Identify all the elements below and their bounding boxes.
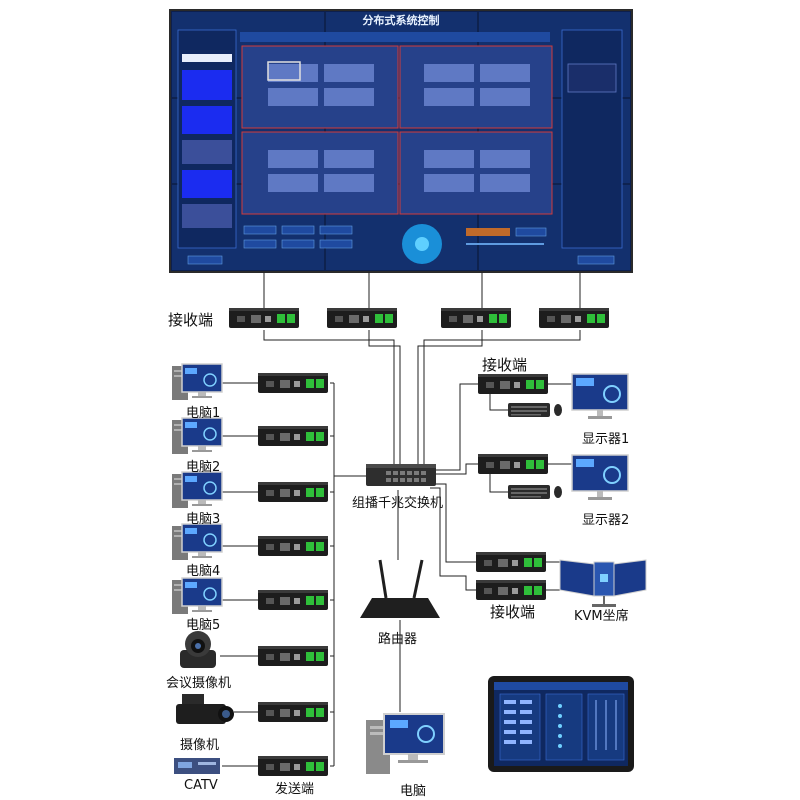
bottom-computer-icon — [366, 713, 445, 774]
source-label-pc5: 电脑5 — [186, 618, 221, 633]
keyboard-icon — [508, 485, 562, 499]
computer-icon — [171, 577, 223, 615]
top-receiver-label: 接收端 — [168, 311, 214, 329]
monitor2-label: 显示器2 — [582, 513, 630, 528]
video-wall-title: 分布式系统控制 — [362, 14, 440, 27]
ptz-camera-icon — [180, 631, 216, 668]
source-label-pc4: 电脑4 — [186, 564, 221, 579]
switch-label: 组播千兆交换机 — [352, 496, 444, 511]
source-label-camcorder: 摄像机 — [180, 738, 220, 753]
computer-icon — [171, 523, 223, 561]
kvm-receiver-label: 接收端 — [490, 603, 536, 621]
catv-box-icon — [174, 758, 220, 774]
computer-icon — [171, 471, 223, 509]
source-label-pc2: 电脑2 — [186, 460, 221, 475]
source-label-catv: CATV — [184, 778, 218, 793]
monitor1-label: 显示器1 — [582, 432, 630, 447]
computer-icon — [171, 363, 223, 401]
router-label: 路由器 — [378, 632, 418, 647]
wiring — [220, 272, 581, 767]
keyboard-icon — [508, 403, 562, 417]
tablet-icon — [488, 676, 634, 772]
kvm-seat-label: KVM坐席 — [574, 609, 629, 624]
video-wall — [169, 9, 633, 273]
top-receivers — [229, 308, 609, 328]
monitor-icon — [571, 373, 629, 420]
computer-icon — [171, 417, 223, 455]
sender-label: 发送端 — [275, 782, 315, 797]
switch-device — [366, 464, 436, 486]
source-devices — [171, 363, 234, 774]
source-label-ptz-camera: 会议摄像机 — [166, 676, 232, 691]
sender-boxes — [258, 373, 328, 776]
source-label-pc1: 电脑1 — [186, 406, 221, 421]
monitor-icon — [571, 454, 629, 501]
source-label-pc3: 电脑3 — [186, 512, 221, 527]
bottom-pc-label: 电脑 — [400, 784, 427, 799]
router-icon — [360, 559, 440, 618]
kvm-seat-icon — [559, 559, 647, 607]
right-receiver-label: 接收端 — [482, 356, 528, 374]
camcorder-icon — [176, 694, 234, 724]
